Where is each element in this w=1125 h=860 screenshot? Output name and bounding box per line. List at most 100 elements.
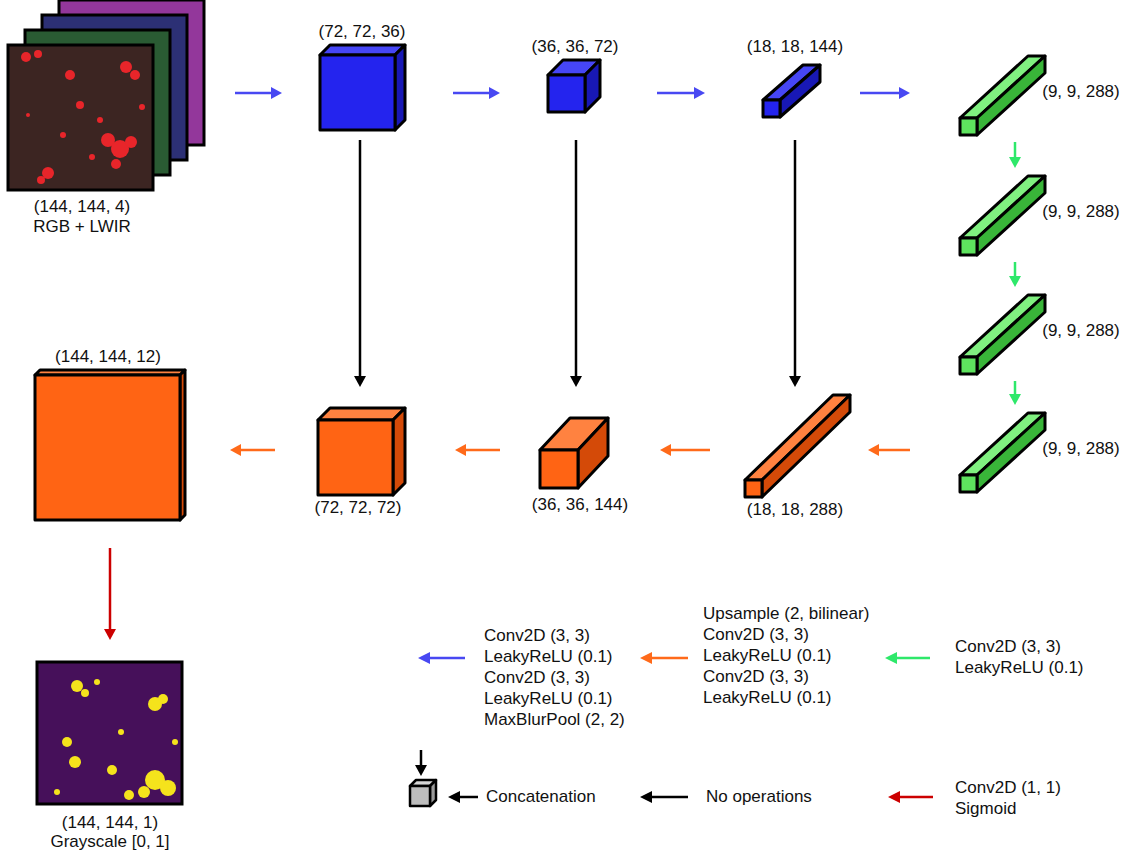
dimension-label: RGB + LWIR bbox=[33, 217, 130, 237]
dimension-label: (9, 9, 288) bbox=[1042, 82, 1120, 102]
mask-blob bbox=[172, 739, 178, 745]
connector-line bbox=[671, 449, 710, 452]
connector-line bbox=[109, 548, 112, 629]
encoder-block: (18, 18, 144) bbox=[750, 35, 840, 120]
mask-blob bbox=[69, 756, 81, 768]
legend-text: No operations bbox=[706, 786, 814, 807]
encoder-block: (72, 72, 36) bbox=[315, 20, 410, 134]
cube-side-face bbox=[977, 413, 1045, 492]
arrowhead bbox=[660, 444, 671, 456]
connector-line bbox=[1014, 381, 1017, 394]
legend-arrowhead bbox=[640, 791, 652, 803]
cube-front-face bbox=[410, 786, 430, 806]
hotspot bbox=[120, 61, 132, 73]
dimension-label-holder: Grayscale [0, 1] bbox=[50, 832, 169, 852]
dimension-label: (9, 9, 288) bbox=[1042, 439, 1120, 459]
decoder-arrow bbox=[230, 444, 275, 456]
skip-connection bbox=[354, 140, 366, 387]
legend-entry: Conv2D (3, 3) LeakyReLU (0.1) Conv2D (3,… bbox=[484, 625, 627, 730]
legend-arrowhead bbox=[640, 652, 652, 664]
dimension-label: (36, 36, 144) bbox=[532, 495, 628, 515]
legend-arrow-line bbox=[651, 796, 688, 799]
connector-line bbox=[860, 92, 899, 95]
legend-arrow-line bbox=[651, 657, 688, 660]
legend-text: Conv2D (3, 3) LeakyReLU (0.1) Conv2D (3,… bbox=[484, 625, 627, 730]
arrowhead bbox=[570, 376, 582, 387]
cube-front-face bbox=[318, 420, 393, 495]
dimension-label: (9, 9, 288) bbox=[1042, 202, 1120, 222]
bottleneck-block: (9, 9, 288) bbox=[955, 409, 1123, 495]
connector-line bbox=[657, 92, 694, 95]
connector-line bbox=[235, 92, 271, 95]
hotspot bbox=[37, 176, 45, 184]
bottleneck-block-cube bbox=[960, 413, 1045, 492]
dimension-label: (72, 72, 36) bbox=[319, 22, 406, 42]
connector-line bbox=[575, 140, 578, 376]
connector-line bbox=[466, 449, 500, 452]
decoder-block: (72, 72, 72) bbox=[310, 398, 410, 518]
decoder-block-shape bbox=[28, 345, 190, 525]
mask-blob bbox=[118, 729, 124, 735]
legend-arrow-line bbox=[896, 657, 930, 660]
bottleneck-block: (9, 9, 288) bbox=[955, 52, 1123, 138]
legend-arrowhead bbox=[415, 765, 427, 776]
hotspot bbox=[111, 159, 121, 169]
mask-blob bbox=[138, 786, 150, 798]
cube-side-face bbox=[393, 408, 405, 495]
cube-front-face bbox=[35, 375, 180, 520]
dimension-label-holder: (18, 18, 288) bbox=[747, 500, 843, 520]
mask-blob bbox=[54, 789, 60, 795]
mask-image bbox=[37, 662, 182, 804]
legend-entry: No operations bbox=[706, 786, 814, 807]
mask-blob bbox=[158, 694, 168, 704]
skip-connection bbox=[789, 140, 801, 387]
dimension-label-holder: (9, 9, 288) bbox=[1042, 439, 1120, 459]
legend-arrow-line bbox=[420, 750, 423, 766]
legend-arrowhead bbox=[885, 652, 897, 664]
input-image-stack: (144, 144, 4)RGB + LWIR bbox=[5, 0, 210, 238]
mask-blob bbox=[62, 737, 72, 747]
hotspot bbox=[34, 50, 42, 58]
dimension-label: (144, 144, 4) bbox=[34, 197, 130, 217]
arrowhead bbox=[789, 376, 801, 387]
cube-top-face bbox=[318, 408, 405, 420]
connector-line bbox=[1014, 142, 1017, 157]
legend-arrowhead bbox=[888, 791, 900, 803]
arrowhead bbox=[868, 444, 879, 456]
dimension-label: (144, 144, 12) bbox=[55, 347, 161, 367]
dimension-label-holder: (36, 36, 144) bbox=[532, 495, 628, 515]
hotspot bbox=[125, 136, 137, 148]
cube-side-face bbox=[977, 176, 1045, 255]
bottleneck-block: (9, 9, 288) bbox=[955, 172, 1123, 258]
legend-text: Conv2D (3, 3) LeakyReLU (0.1) bbox=[955, 636, 1086, 678]
connector-line bbox=[241, 449, 275, 452]
bottleneck-arrow bbox=[1009, 262, 1021, 287]
hotspot bbox=[60, 132, 66, 138]
dimension-label: (36, 36, 72) bbox=[532, 37, 619, 57]
legend-entry: Conv2D (1, 1) Sigmoid bbox=[955, 777, 1063, 819]
front-image-layer bbox=[8, 45, 153, 190]
legend-encoder-arrow bbox=[418, 652, 465, 664]
decoder-block-cube bbox=[745, 395, 850, 497]
legend-entry: Upsample (2, bilinear) Conv2D (3, 3) Lea… bbox=[703, 603, 872, 708]
encoder-block: (36, 36, 72) bbox=[530, 35, 620, 117]
bottleneck-block-cube bbox=[960, 176, 1045, 255]
decoder-block-cube bbox=[540, 418, 608, 488]
dimension-label-holder: (144, 144, 4) bbox=[34, 197, 130, 217]
arrowhead bbox=[455, 444, 466, 456]
dimension-label-holder: (9, 9, 288) bbox=[1042, 202, 1120, 222]
bottleneck-block: (9, 9, 288) bbox=[955, 291, 1123, 377]
bottleneck-arrow bbox=[1009, 381, 1021, 405]
legend-arrow-line bbox=[459, 796, 478, 799]
mask-blob bbox=[124, 790, 134, 800]
cube-side-face bbox=[585, 60, 600, 112]
decoder-block-cube bbox=[35, 370, 185, 520]
cube-side-face bbox=[977, 56, 1045, 135]
legend-arrow-line bbox=[429, 657, 465, 660]
hotspot bbox=[89, 154, 95, 160]
encoder-arrow bbox=[453, 87, 500, 99]
cube-front-face bbox=[960, 475, 977, 492]
dimension-label-holder: RGB + LWIR bbox=[33, 217, 130, 237]
dimension-label-holder: (9, 9, 288) bbox=[1042, 82, 1120, 102]
cube-side-face bbox=[977, 295, 1045, 374]
